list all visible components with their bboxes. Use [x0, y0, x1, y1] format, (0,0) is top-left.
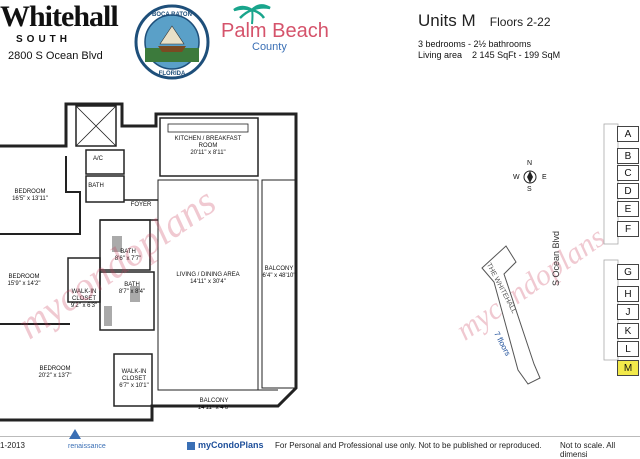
- footer-site-name: myCondoPlans: [198, 440, 264, 450]
- unit-key-a: A: [617, 126, 639, 142]
- compass-n: N: [527, 160, 533, 167]
- area-value: 2 145 SqFt - 199 SqM: [472, 50, 561, 60]
- footer-date: 1-2013: [0, 441, 25, 450]
- unit-rooms: 3 bedrooms - 2½ bathrooms: [418, 39, 532, 49]
- compass-e: E: [542, 174, 547, 181]
- renaissance-logo-icon: [69, 429, 81, 439]
- area-label: Living area: [418, 50, 463, 60]
- room-bath-1: BATH: [88, 183, 104, 189]
- unit-name: Units M: [418, 11, 476, 30]
- unit-key-g: G: [617, 264, 639, 280]
- brand-title: Whitehall: [0, 0, 119, 33]
- unit-key-l: L: [617, 341, 639, 357]
- footer-usage: For Personal and Professional use only. …: [275, 441, 542, 450]
- unit-key-m-active: M: [617, 360, 639, 376]
- unit-key-c: C: [617, 165, 639, 181]
- compass-icon: [523, 170, 537, 184]
- unit-key-e: E: [617, 201, 639, 217]
- unit-floors: Floors 2-22: [489, 15, 551, 29]
- county-label: County: [252, 41, 287, 53]
- room-foyer: FOYER: [130, 202, 152, 208]
- seal-text: BOCA RATON: [152, 12, 192, 18]
- seal-bottom: FLORIDA: [159, 71, 186, 77]
- city-seal-icon: BOCA RATON FLORIDA: [134, 4, 210, 80]
- floor-plan: [0, 102, 298, 422]
- unit-key-d: D: [617, 183, 639, 199]
- compass-s: S: [527, 186, 532, 193]
- room-ac: A/C: [92, 156, 103, 162]
- site-plan: [481, 245, 541, 385]
- unit-area: Living area 2 145 SqFt - 199 SqM: [418, 50, 560, 60]
- footer-scale: Not to scale. All dimensi: [560, 441, 616, 459]
- brand-subtitle: SOUTH: [16, 34, 71, 45]
- unit-key-f: F: [617, 221, 639, 237]
- county-name: Palm Beach: [221, 20, 329, 42]
- compass-w: W: [513, 174, 520, 181]
- palm-tree-icon: [233, 4, 271, 25]
- mycondoplans-logo-icon: [187, 442, 195, 450]
- footer-divider: [0, 436, 640, 437]
- unit-key-j: J: [617, 304, 639, 320]
- unit-key-h: H: [617, 286, 639, 302]
- footer-logo: renaissance: [68, 443, 106, 450]
- unit-key-k: K: [617, 323, 639, 339]
- unit-key-b: B: [617, 148, 639, 164]
- unit-title: Units M Floors 2-22: [418, 11, 551, 31]
- building-address: 2800 S Ocean Blvd: [8, 50, 103, 62]
- street-label: S Ocean Blvd: [551, 230, 561, 286]
